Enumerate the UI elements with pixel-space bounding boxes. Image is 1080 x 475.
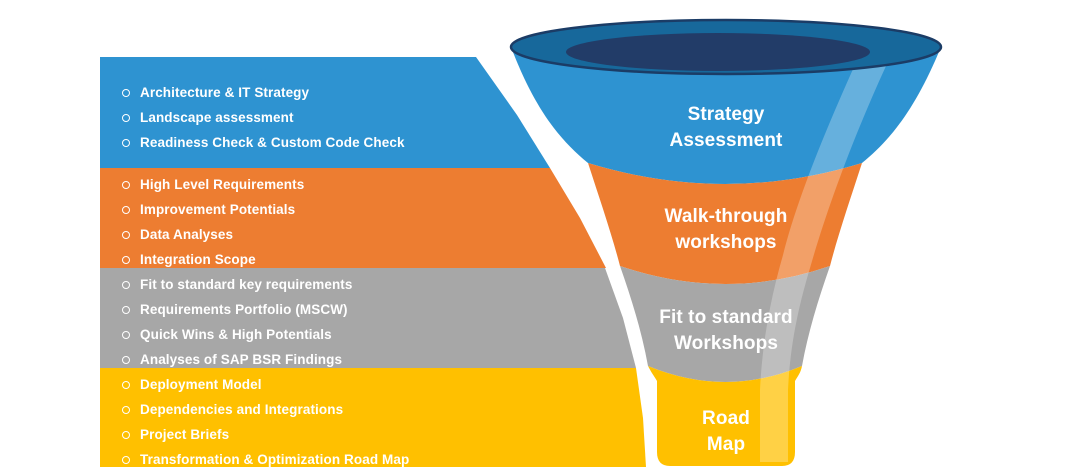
list-item-label: Deployment Model bbox=[140, 377, 262, 392]
circle-bullet-icon bbox=[122, 380, 130, 389]
list-item-label: Improvement Potentials bbox=[140, 202, 296, 217]
circle-bullet-icon bbox=[122, 430, 130, 439]
list-item: High Level Requirements bbox=[122, 172, 606, 197]
funnel-segment-fit-to-standard bbox=[620, 266, 830, 382]
list-item: Improvement Potentials bbox=[122, 197, 606, 222]
circle-bullet-icon bbox=[122, 305, 130, 314]
list-item: Deployment Model bbox=[122, 372, 646, 397]
list-item: Architecture & IT Strategy bbox=[122, 80, 550, 105]
circle-bullet-icon bbox=[122, 255, 130, 264]
list-item-label: Transformation & Optimization Road Map bbox=[140, 452, 410, 467]
funnel-label-road-map: Road Map bbox=[702, 408, 750, 455]
funnel-label-strategy-assessment: Strategy Assessment bbox=[669, 104, 783, 151]
circle-bullet-icon bbox=[122, 180, 130, 189]
circle-bullet-icon bbox=[122, 205, 130, 214]
list-item: Integration Scope bbox=[122, 247, 606, 268]
funnel-label-fit-to-standard: Fit to standard Workshops bbox=[659, 307, 793, 354]
circle-bullet-icon bbox=[122, 280, 130, 289]
band-strategy-assessment-list: Architecture & IT Strategy Landscape ass… bbox=[100, 57, 550, 155]
circle-bullet-icon bbox=[122, 455, 130, 464]
list-item-label: Dependencies and Integrations bbox=[140, 402, 344, 417]
band-fit-to-standard-workshops-list: Fit to standard key requirements Require… bbox=[100, 268, 636, 368]
list-item: Dependencies and Integrations bbox=[122, 397, 646, 422]
list-item: Data Analyses bbox=[122, 222, 606, 247]
list-item-label: Requirements Portfolio (MSCW) bbox=[140, 302, 348, 317]
list-item-label: High Level Requirements bbox=[140, 177, 305, 192]
list-item: Project Briefs bbox=[122, 422, 646, 447]
band-road-map: Deployment Model Dependencies and Integr… bbox=[100, 368, 646, 467]
list-item-label: Project Briefs bbox=[140, 427, 230, 442]
circle-bullet-icon bbox=[122, 138, 130, 147]
list-item: Analyses of SAP BSR Findings bbox=[122, 347, 636, 368]
band-walk-through-workshops-list: High Level Requirements Improvement Pote… bbox=[100, 168, 606, 268]
circle-bullet-icon bbox=[122, 355, 130, 364]
list-item-label: Data Analyses bbox=[140, 227, 234, 242]
funnel-opening bbox=[566, 33, 870, 71]
list-item-label: Readiness Check & Custom Code Check bbox=[140, 135, 405, 150]
band-strategy-assessment: Architecture & IT Strategy Landscape ass… bbox=[100, 57, 550, 168]
list-item: Quick Wins & High Potentials bbox=[122, 322, 636, 347]
list-item: Fit to standard key requirements bbox=[122, 272, 636, 297]
list-item: Transformation & Optimization Road Map bbox=[122, 447, 646, 467]
list-item-label: Fit to standard key requirements bbox=[140, 277, 353, 292]
list-item-label: Analyses of SAP BSR Findings bbox=[140, 352, 343, 367]
funnel-segment-strategy-assessment bbox=[511, 44, 941, 184]
list-item-label: Architecture & IT Strategy bbox=[140, 85, 310, 100]
funnel-label-walk-through-workshops: Walk-through workshops bbox=[664, 206, 788, 253]
funnel-segment-road-map bbox=[648, 366, 802, 466]
circle-bullet-icon bbox=[122, 330, 130, 339]
funnel-segment-walk-through-workshops bbox=[588, 163, 862, 284]
band-fit-to-standard-workshops: Fit to standard key requirements Require… bbox=[100, 268, 636, 368]
list-item-label: Integration Scope bbox=[140, 252, 256, 267]
band-walk-through-workshops: High Level Requirements Improvement Pote… bbox=[100, 168, 606, 268]
circle-bullet-icon bbox=[122, 405, 130, 414]
band-road-map-list: Deployment Model Dependencies and Integr… bbox=[100, 368, 646, 467]
circle-bullet-icon bbox=[122, 230, 130, 239]
list-item: Readiness Check & Custom Code Check bbox=[122, 130, 550, 155]
circle-bullet-icon bbox=[122, 113, 130, 122]
list-item-label: Quick Wins & High Potentials bbox=[140, 327, 332, 342]
list-item: Landscape assessment bbox=[122, 105, 550, 130]
circle-bullet-icon bbox=[122, 88, 130, 97]
list-item-label: Landscape assessment bbox=[140, 110, 294, 125]
funnel-highlight bbox=[760, 58, 886, 462]
list-item: Requirements Portfolio (MSCW) bbox=[122, 297, 636, 322]
